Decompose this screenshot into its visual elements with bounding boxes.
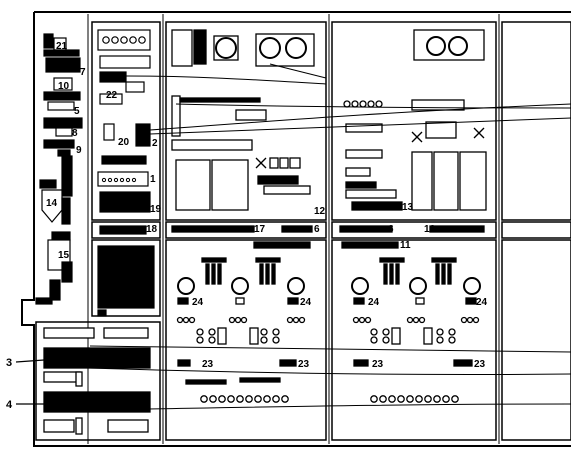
label-23d: 23 [474, 359, 486, 370]
label-10: 10 [58, 81, 70, 92]
leader-lines [15, 359, 45, 405]
label-22: 22 [106, 90, 118, 101]
label-13: 13 [402, 202, 414, 213]
label-24d: 24 [476, 297, 488, 308]
aux-dots [101, 177, 137, 183]
strip-bay-3 [501, 221, 571, 239]
label-6b: 6 [388, 224, 394, 235]
label-6a: 6 [314, 224, 320, 235]
label-7: 7 [80, 67, 86, 78]
label-24a: 24 [192, 297, 204, 308]
bottom-left-equipment [43, 327, 151, 435]
label-12: 12 [314, 206, 326, 217]
bay-2-bottom [331, 239, 497, 441]
bay2-bottom-equipment [341, 241, 481, 403]
number-labels: 21 7 10 22 5 8 20 2 9 1 14 19 18 17 6 12… [6, 41, 488, 411]
aux-bay-equipment [97, 29, 155, 317]
label-2: 2 [152, 138, 158, 149]
bay-left-bottom [35, 321, 161, 441]
label-20: 20 [118, 137, 130, 148]
strip-aux [91, 221, 161, 239]
label-4: 4 [6, 399, 13, 411]
label-24b: 24 [300, 297, 312, 308]
bay-3-bottom [501, 239, 571, 441]
label-23c: 23 [372, 359, 384, 370]
bay-1-top [165, 21, 327, 221]
label-15: 15 [58, 250, 70, 261]
label-11: 11 [400, 240, 411, 251]
label-18: 18 [146, 224, 158, 235]
label-23b: 23 [298, 359, 310, 370]
label-14: 14 [46, 198, 58, 209]
conveyor-lines [89, 63, 571, 411]
strip-bay-1 [165, 221, 327, 239]
label-19: 19 [150, 204, 162, 215]
bay1-bottom-equipment [176, 241, 311, 403]
label-8: 8 [72, 128, 78, 139]
bay-aux-top [91, 21, 161, 221]
bay-aux-mid [91, 239, 161, 317]
building-outline [21, 11, 571, 447]
label-16: 16 [424, 224, 436, 235]
strip-bay-2 [331, 221, 497, 239]
label-5: 5 [74, 106, 80, 117]
bay-1-bottom [165, 239, 327, 441]
label-1: 1 [150, 174, 156, 185]
bay2-top-equipment [339, 29, 487, 233]
label-9: 9 [76, 145, 82, 156]
label-21: 21 [56, 41, 68, 52]
bay-3-top [501, 21, 571, 221]
left-strip-equipment [35, 33, 83, 305]
label-3: 3 [6, 357, 12, 369]
label-23a: 23 [202, 359, 214, 370]
label-24c: 24 [368, 297, 380, 308]
bay1-top-equipment [171, 29, 315, 233]
label-17: 17 [254, 224, 266, 235]
